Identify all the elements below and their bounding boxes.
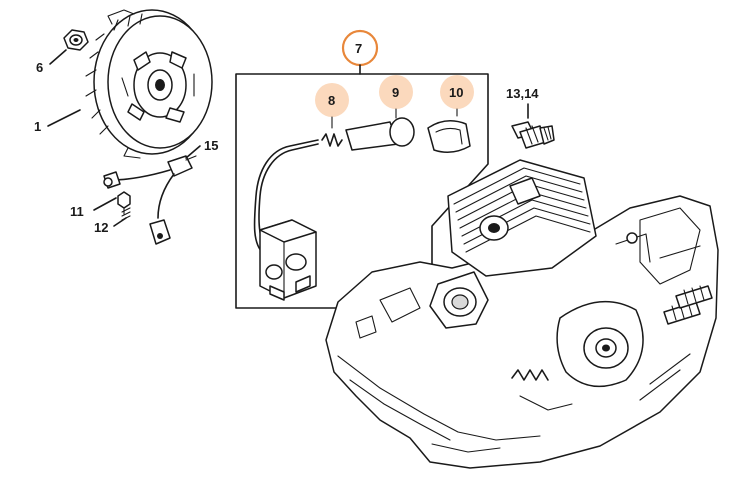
callout-10[interactable]: 10 [449,85,463,100]
callout-10-bubble [440,75,474,109]
callout-8[interactable]: 8 [328,93,335,108]
leader-1 [47,109,81,127]
short-circuit-wire[interactable] [103,155,197,245]
callout-12[interactable]: 12 [94,220,108,235]
callout-6[interactable]: 6 [36,60,43,75]
callout-9-bubble [379,75,413,109]
spark-plug-boot[interactable] [345,117,415,151]
flywheel[interactable] [85,9,213,159]
callout-8-bubble [315,83,349,117]
callout-13-14[interactable]: 13,14 [506,86,539,101]
callout-1[interactable]: 1 [34,119,41,134]
leader-6 [49,49,67,65]
assembly-frame [235,73,489,309]
spark-plug-spring[interactable] [321,133,343,147]
leader-15 [185,145,201,159]
spark-plug[interactable] [511,121,555,149]
callout-15[interactable]: 15 [204,138,218,153]
boot-cover[interactable] [427,120,471,153]
nut[interactable] [63,29,89,51]
callout-9[interactable]: 9 [392,85,399,100]
callout-11[interactable]: 11 [70,204,84,219]
callout-7[interactable]: 7 [355,41,362,56]
ignition-module[interactable] [259,219,317,301]
leader-12 [113,217,127,227]
leader-11 [93,197,117,211]
engine-housing[interactable] [325,159,719,469]
